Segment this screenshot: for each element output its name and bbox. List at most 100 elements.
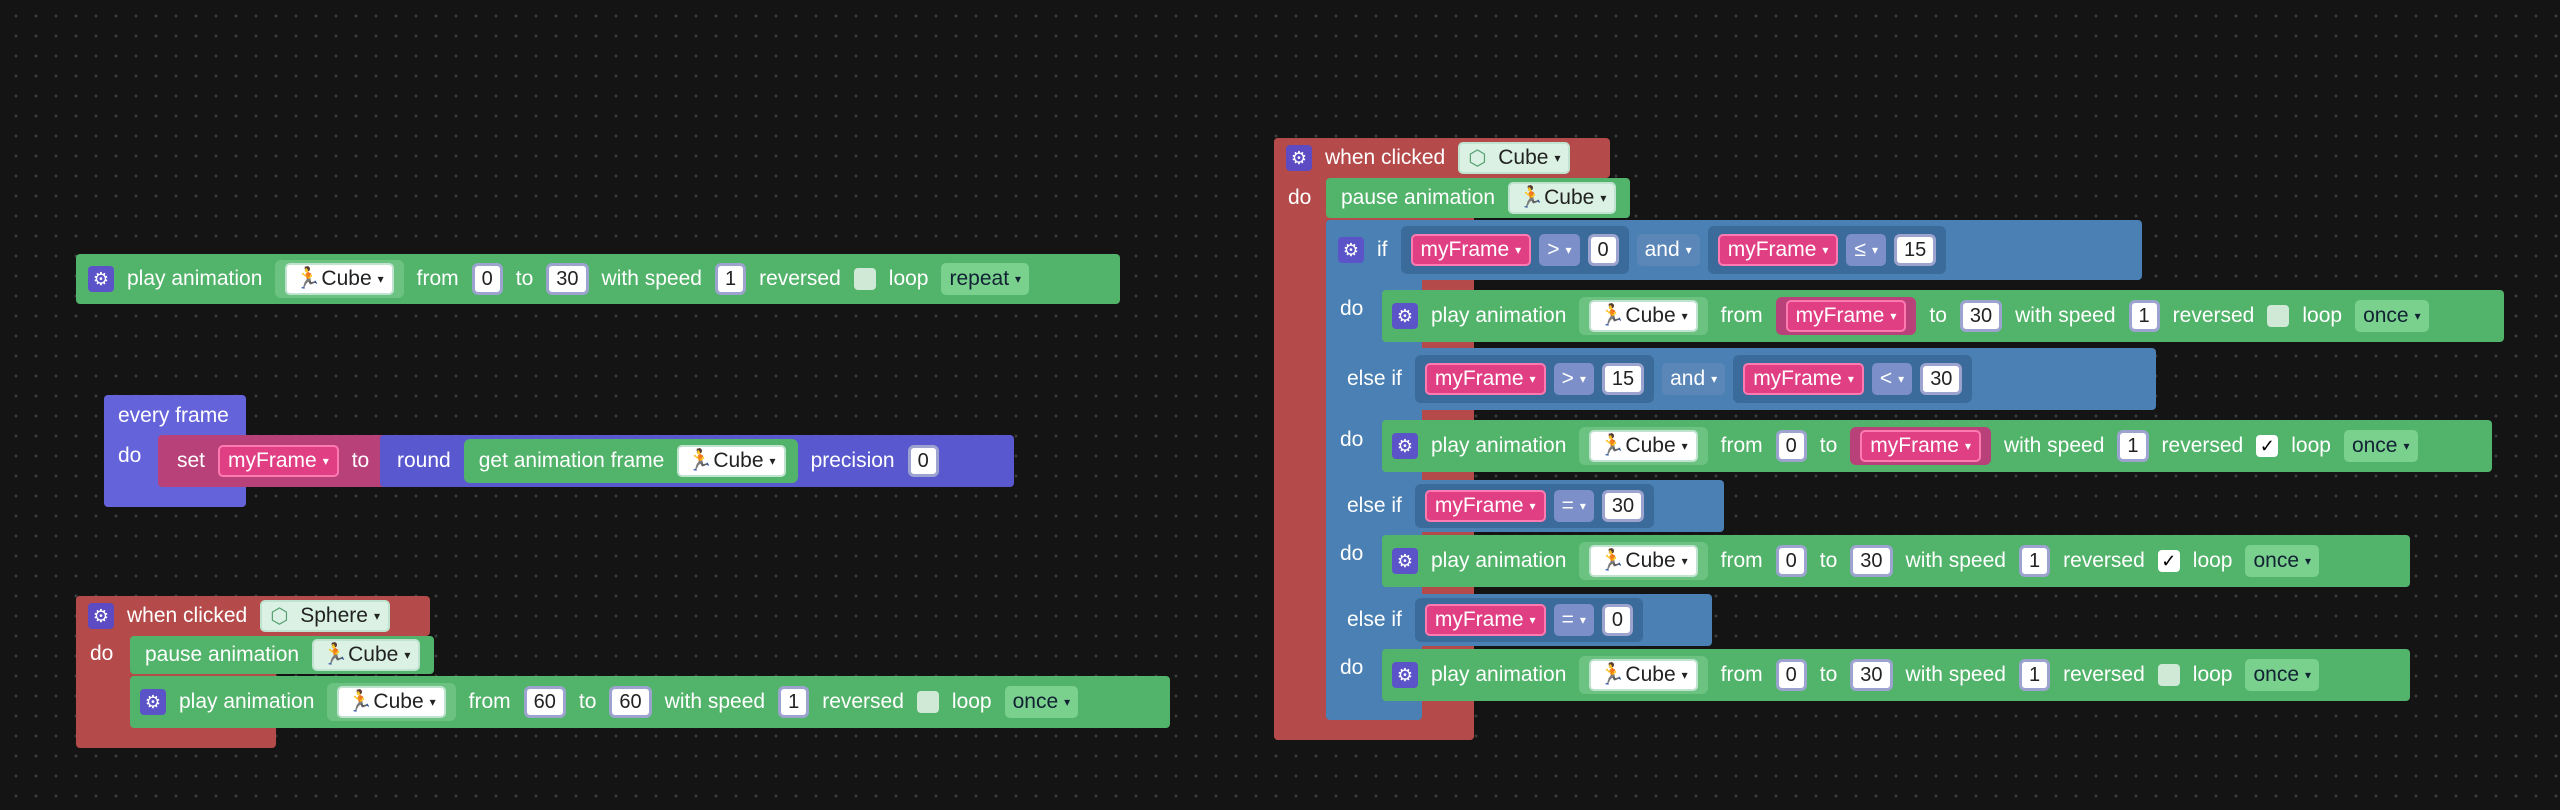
variable-dropdown[interactable]: myFrame▾ bbox=[1424, 490, 1546, 522]
variable-dropdown[interactable]: myFrame▾ bbox=[1743, 363, 1864, 395]
loop-label: loop bbox=[888, 267, 929, 290]
gear-icon[interactable]: ⚙ bbox=[1392, 303, 1418, 329]
comparison-block[interactable]: myFrame▾ =▾ 0 bbox=[1414, 598, 1643, 642]
variable-dropdown[interactable]: myFrame▾ bbox=[1785, 300, 1907, 332]
to-input[interactable]: 30 bbox=[1959, 300, 2003, 332]
variable-block[interactable]: myFrame▾ bbox=[1850, 427, 1991, 465]
and-dropdown[interactable]: and▾ bbox=[1636, 234, 1700, 266]
play-animation-block[interactable]: ⚙ play animation 🏃 Cube ▾ from 60 to 60 … bbox=[130, 676, 1170, 728]
speed-input[interactable]: 1 bbox=[2117, 430, 2149, 462]
reversed-checkbox[interactable] bbox=[2157, 664, 2180, 686]
variable-dropdown[interactable]: myFrame▾ bbox=[1410, 234, 1532, 266]
gear-icon[interactable]: ⚙ bbox=[1392, 548, 1418, 574]
loop-dropdown[interactable]: once▾ bbox=[2355, 300, 2429, 332]
comparison-block[interactable]: myFrame▾ >▾ 15 bbox=[1414, 355, 1655, 403]
gear-icon[interactable]: ⚙ bbox=[1338, 237, 1364, 263]
operator-dropdown[interactable]: >▾ bbox=[1539, 234, 1580, 266]
else-if-label: else if bbox=[1347, 608, 1402, 631]
target-dropdown[interactable]: 🏃 Cube ▾ bbox=[285, 263, 394, 295]
gear-icon[interactable]: ⚙ bbox=[140, 689, 166, 715]
loop-label: loop bbox=[2192, 663, 2233, 686]
comparison-block[interactable]: myFrame▾ >▾ 0 bbox=[1400, 226, 1629, 274]
loop-dropdown[interactable]: once▾ bbox=[2343, 430, 2418, 462]
to-input[interactable]: 30 bbox=[546, 263, 589, 295]
from-input[interactable]: 0 bbox=[471, 263, 503, 295]
round-block[interactable]: round get animation frame 🏃 Cube ▾ preci… bbox=[380, 435, 1014, 487]
to-input[interactable]: 30 bbox=[1850, 545, 1893, 577]
comparison-block[interactable]: myFrame▾ =▾ 30 bbox=[1414, 484, 1655, 528]
to-input[interactable]: 60 bbox=[609, 686, 652, 718]
play-animation-block[interactable]: ⚙ play animation 🏃 Cube ▾ from 0 to 30 w… bbox=[76, 254, 1120, 304]
operator-dropdown[interactable]: >▾ bbox=[1553, 363, 1594, 395]
operator-dropdown[interactable]: =▾ bbox=[1553, 604, 1594, 636]
play-animation-block[interactable]: ⚙ play animation 🏃Cube▾ from myFrame▾ to… bbox=[1382, 290, 2504, 342]
target-dropdown[interactable]: 🏃Cube▾ bbox=[1589, 659, 1698, 691]
speed-input[interactable]: 1 bbox=[714, 263, 747, 295]
play-animation-block[interactable]: ⚙ play animation 🏃Cube▾ from 0 to 30 wit… bbox=[1382, 535, 2410, 587]
and-dropdown[interactable]: and▾ bbox=[1662, 363, 1726, 395]
target-dropdown[interactable]: 🏃 Cube ▾ bbox=[677, 445, 786, 477]
gear-icon[interactable]: ⚙ bbox=[1392, 662, 1418, 688]
loop-dropdown[interactable]: repeat ▾ bbox=[941, 263, 1030, 295]
do-label: do bbox=[1340, 297, 1364, 320]
speed-input[interactable]: 1 bbox=[2128, 300, 2160, 332]
variable-dropdown[interactable]: myFrame▾ bbox=[1424, 604, 1546, 636]
reversed-checkbox[interactable] bbox=[853, 268, 876, 290]
play-animation-block[interactable]: ⚙ play animation 🏃Cube▾ from 0 to myFram… bbox=[1382, 420, 2492, 472]
variable-dropdown[interactable]: myFrame ▾ bbox=[218, 445, 339, 477]
reversed-checkbox[interactable] bbox=[916, 691, 939, 713]
loop-label: loop bbox=[2302, 304, 2343, 327]
chevron-down-icon: ▾ bbox=[1711, 372, 1718, 386]
target-dropdown[interactable]: 🏃Cube▾ bbox=[1589, 545, 1698, 577]
chevron-down-icon: ▾ bbox=[1064, 695, 1071, 709]
variable-dropdown[interactable]: myFrame▾ bbox=[1717, 234, 1839, 266]
pause-animation-block[interactable]: pause animation 🏃 Cube ▾ bbox=[1326, 178, 1631, 218]
play-animation-label: play animation bbox=[1431, 304, 1567, 327]
reversed-checkbox[interactable] bbox=[2267, 305, 2290, 327]
gear-icon[interactable]: ⚙ bbox=[88, 603, 114, 629]
target-dropdown[interactable]: 🏃 Cube ▾ bbox=[312, 639, 421, 671]
gear-icon[interactable]: ⚙ bbox=[1392, 433, 1418, 459]
from-input[interactable]: 0 bbox=[1775, 545, 1807, 577]
value-input[interactable]: 15 bbox=[1893, 234, 1937, 266]
comparison-block[interactable]: myFrame▾ <▾ 30 bbox=[1733, 355, 1973, 403]
to-input[interactable]: 30 bbox=[1850, 659, 1893, 691]
target-dropdown[interactable]: 🏃Cube▾ bbox=[1589, 300, 1698, 332]
variable-dropdown[interactable]: myFrame▾ bbox=[1424, 363, 1546, 395]
cube-icon: ⬡ bbox=[270, 604, 289, 628]
reversed-checkbox[interactable]: ✓ bbox=[2157, 550, 2180, 572]
value-input[interactable]: 30 bbox=[1920, 363, 1963, 395]
operator-dropdown[interactable]: <▾ bbox=[1871, 363, 1913, 395]
speed-input[interactable]: 1 bbox=[2018, 659, 2051, 691]
target-dropdown[interactable]: ⬡ Cube ▾ bbox=[1458, 142, 1571, 174]
gear-icon[interactable]: ⚙ bbox=[1286, 145, 1312, 171]
operator-dropdown[interactable]: =▾ bbox=[1553, 490, 1594, 522]
set-variable-block[interactable]: set myFrame ▾ to bbox=[158, 435, 389, 487]
variable-dropdown[interactable]: myFrame▾ bbox=[1860, 430, 1981, 462]
value-input[interactable]: 0 bbox=[1601, 604, 1633, 636]
from-input[interactable]: 60 bbox=[523, 686, 566, 718]
target-dropdown[interactable]: 🏃Cube▾ bbox=[1589, 430, 1698, 462]
variable-block[interactable]: myFrame▾ bbox=[1775, 297, 1917, 335]
from-input[interactable]: 0 bbox=[1775, 430, 1807, 462]
from-input[interactable]: 0 bbox=[1775, 659, 1807, 691]
target-dropdown[interactable]: 🏃 Cube ▾ bbox=[337, 686, 446, 718]
target-dropdown[interactable]: 🏃 Cube ▾ bbox=[1508, 182, 1617, 214]
loop-dropdown[interactable]: once▾ bbox=[2245, 659, 2320, 691]
precision-input[interactable]: 0 bbox=[907, 445, 939, 477]
loop-dropdown[interactable]: once ▾ bbox=[1004, 686, 1079, 718]
target-dropdown[interactable]: ⬡ Sphere ▾ bbox=[260, 600, 390, 632]
speed-input[interactable]: 1 bbox=[2018, 545, 2051, 577]
speed-input[interactable]: 1 bbox=[778, 686, 810, 718]
pause-animation-block[interactable]: pause animation 🏃 Cube ▾ bbox=[130, 636, 435, 674]
reversed-checkbox[interactable]: ✓ bbox=[2256, 435, 2279, 457]
operator-dropdown[interactable]: ≤▾ bbox=[1846, 234, 1886, 266]
comparison-block[interactable]: myFrame▾ ≤▾ 15 bbox=[1707, 226, 1947, 274]
get-animation-frame-block[interactable]: get animation frame 🏃 Cube ▾ bbox=[463, 439, 798, 483]
loop-dropdown[interactable]: once▾ bbox=[2245, 545, 2320, 577]
value-input[interactable]: 0 bbox=[1587, 234, 1619, 266]
gear-icon[interactable]: ⚙ bbox=[88, 266, 114, 292]
value-input[interactable]: 30 bbox=[1601, 490, 1645, 522]
play-animation-block[interactable]: ⚙ play animation 🏃Cube▾ from 0 to 30 wit… bbox=[1382, 649, 2410, 701]
value-input[interactable]: 15 bbox=[1601, 363, 1645, 395]
